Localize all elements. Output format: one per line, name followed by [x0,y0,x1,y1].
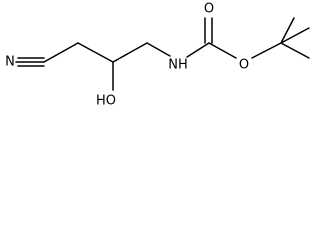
bond-tbu-methyl-1 [280,27,310,44]
bond-carbonyl-ester-o [208,42,237,59]
bond-choh-ch2 [112,42,148,63]
amine-nh-label: NH [168,58,188,73]
structure-diagram: N HO NH O O [5,2,310,109]
hydroxyl-label: HO [96,94,116,109]
bond-ch2-choh [77,42,114,63]
bond-ester-o-tbu [251,42,282,59]
carbonyl-double-bond [204,17,213,44]
bond-ch2-nh [146,42,171,57]
carbonyl-o-label: O [204,2,214,17]
nitrile-n-label: N [5,55,15,70]
bond-tbu-methyl-2 [280,17,295,44]
nitrile-triple-bond [15,57,45,67]
bond-nh-carbonyl [186,42,210,58]
ester-o-label: O [239,58,249,73]
bond-tbu-methyl-3 [280,42,310,59]
bond-cn-ch2 [43,42,79,63]
